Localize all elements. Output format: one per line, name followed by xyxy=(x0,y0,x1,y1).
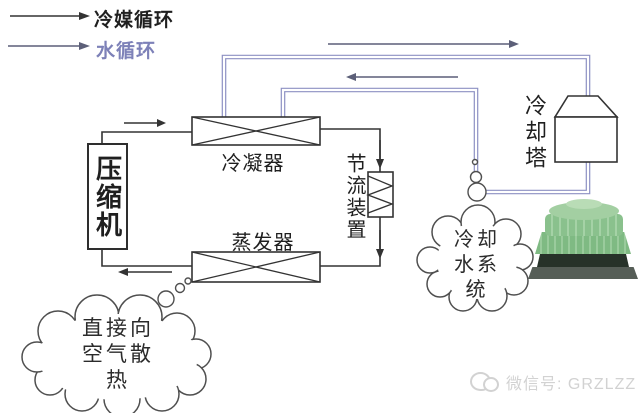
wechat-icon xyxy=(470,370,499,394)
air-heat-cloud xyxy=(21,294,212,413)
cooling-tower-symbol xyxy=(553,95,619,163)
cooling-water-cloud xyxy=(416,204,534,312)
cooling-tower-photo xyxy=(528,199,640,283)
legend-refrigerant-arrow-icon xyxy=(10,12,90,20)
evaporator-symbol xyxy=(191,251,321,283)
cooling-tower-label: 冷却塔 xyxy=(522,94,547,172)
water-flow-left-arrow-icon xyxy=(346,73,458,81)
refrigerant-flow-down-arrow-top-icon xyxy=(376,140,384,169)
tower-photo-dome xyxy=(549,202,619,220)
water-supply-pipe xyxy=(221,54,591,118)
condenser-symbol xyxy=(191,116,321,146)
air-heat-cloud-text: 直接向 空气散 热 xyxy=(82,317,154,392)
cooling-water-cloud-text: 冷却 水系 统 xyxy=(454,229,500,301)
watermark: 微信号: GRZLZZ xyxy=(470,370,636,394)
tower-photo-underside xyxy=(537,251,629,267)
legend-water-label: 水循环 xyxy=(96,41,157,62)
refrigerant-flow-right-arrow-icon xyxy=(124,119,166,127)
tower-photo-ring xyxy=(545,214,623,236)
throttle-device-symbol xyxy=(366,171,394,218)
refrigerant-flow-left-arrow-icon xyxy=(118,268,172,276)
condenser-label: 冷凝器 xyxy=(221,153,285,175)
tower-photo-cap xyxy=(566,199,602,209)
water-flow-right-arrow-icon xyxy=(328,40,519,48)
compressor-label: 压缩机 xyxy=(92,154,123,239)
tower-photo-skirt xyxy=(535,232,631,254)
evaporator-label: 蒸发器 xyxy=(231,232,295,254)
refrigerant-flow-down-arrow-bottom-icon xyxy=(376,230,384,259)
water-return-pipe xyxy=(280,87,591,195)
cooling-water-cloud-bubbles xyxy=(467,158,487,202)
throttle-device-label: 节流装置 xyxy=(343,153,365,241)
legend-refrigerant-label: 冷媒循环 xyxy=(94,10,175,31)
compressor-box: 压缩机 xyxy=(87,143,128,250)
air-heat-cloud-bubbles xyxy=(157,277,192,308)
tower-photo-base xyxy=(528,267,638,279)
legend-water-arrow-icon xyxy=(8,42,90,50)
watermark-text: 微信号: GRZLZZ xyxy=(506,376,637,393)
